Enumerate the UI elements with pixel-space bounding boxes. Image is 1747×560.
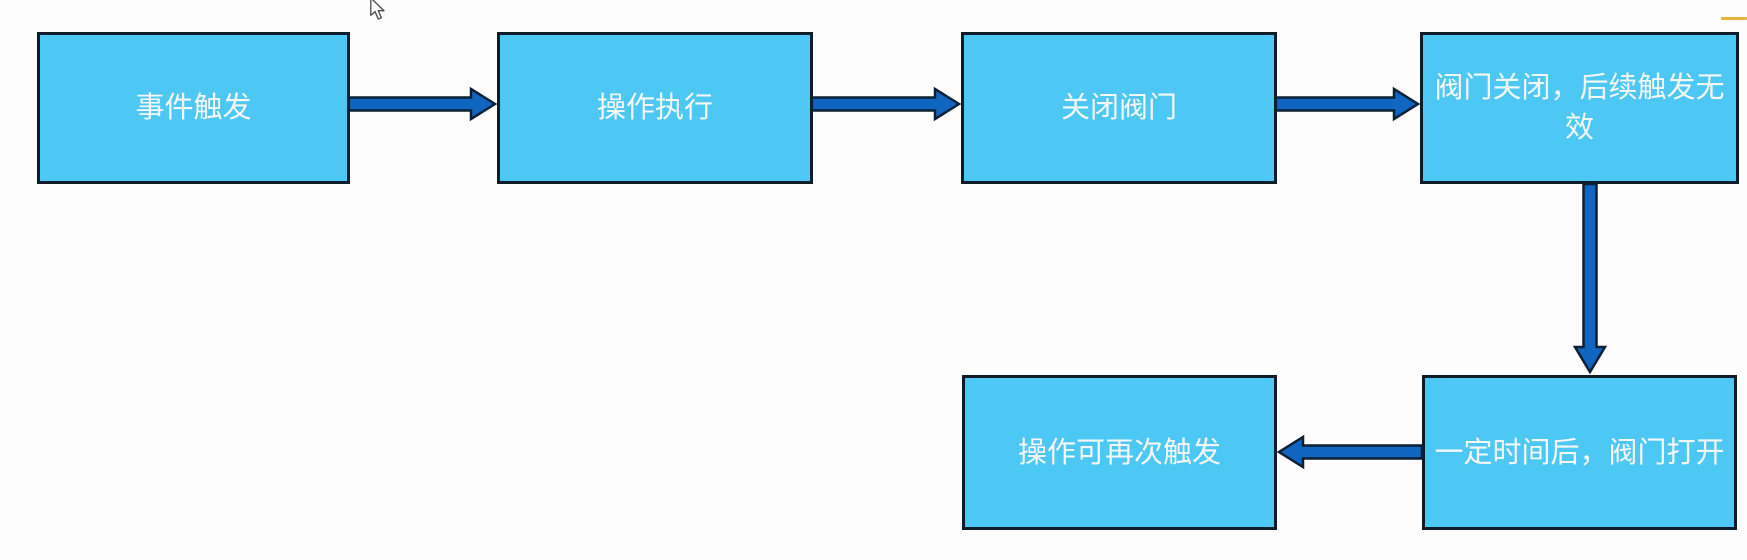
arrow-shape: [347, 86, 498, 122]
flow-node-operation-retriggerable: 操作可再次触发: [962, 375, 1277, 530]
flow-node-valve-closed-triggers-invalid: 阀门关闭，后续触发无效: [1420, 32, 1739, 184]
node-label: 事件触发: [135, 92, 252, 124]
node-label: 操作可再次触发: [1017, 436, 1221, 469]
arrow-right-icon: [347, 86, 498, 122]
arrow-down-icon: [1572, 182, 1608, 375]
arrow-shape: [1276, 434, 1424, 470]
node-label: 关闭阀门: [1060, 92, 1177, 124]
arrow-shape: [1274, 86, 1421, 122]
arrow-right-icon: [810, 86, 962, 122]
arrow-shape: [810, 86, 962, 122]
top-right-accent-dash: [1721, 17, 1747, 20]
arrow-right-icon: [1274, 86, 1421, 122]
arrow-shape: [1572, 182, 1608, 375]
flow-node-valve-opens-after-time: 一定时间后，阀门打开: [1422, 375, 1737, 530]
flow-node-event-trigger: 事件触发: [37, 32, 350, 184]
flow-node-operation-execute: 操作执行: [497, 32, 813, 184]
node-label: 阀门关闭，后续触发无效: [1434, 72, 1725, 144]
arrow-left-icon: [1276, 434, 1424, 470]
cursor-shape: [370, 0, 385, 20]
flow-node-close-valve: 关闭阀门: [961, 32, 1277, 184]
node-label: 一定时间后，阀门打开: [1434, 436, 1725, 469]
mouse-cursor-icon: [370, 0, 385, 20]
node-label: 操作执行: [596, 92, 713, 124]
